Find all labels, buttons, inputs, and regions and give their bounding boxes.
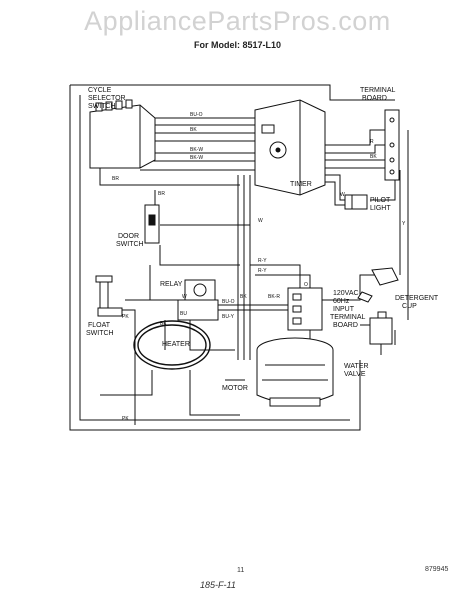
timer <box>254 99 326 196</box>
model-line: For Model: 8517-L10 <box>193 40 282 50</box>
wire-code: W <box>340 192 345 198</box>
detergent-cup <box>357 267 399 303</box>
label-detergent-2: CUP <box>402 303 417 310</box>
wire-code: BU <box>180 311 187 317</box>
cycle-selector-switch <box>89 99 156 169</box>
harness-inner <box>79 95 350 421</box>
wire-code: R <box>370 139 374 145</box>
wire-code: BK-W <box>190 147 203 153</box>
wire-code: R-Y <box>258 268 267 274</box>
wire-code: R-Y <box>258 258 267 264</box>
pilot-light <box>344 194 368 210</box>
label-door-switch-1: DOOR <box>118 233 139 240</box>
wire-code: O <box>304 282 308 288</box>
wire-code: BK <box>160 321 167 327</box>
float-switch <box>95 275 123 317</box>
wire-code: Y <box>402 221 406 227</box>
page-number: 11 <box>237 567 245 574</box>
wire-code: BR <box>112 176 119 182</box>
wire-code: PK <box>122 314 129 320</box>
label-timer: TIMER <box>290 181 312 188</box>
wire-code: W <box>258 218 263 224</box>
label-input-2: 60Hz <box>333 298 350 305</box>
wire-code: BU-Y <box>222 314 235 320</box>
switch-timer-wires <box>140 117 255 171</box>
part-number: 879945 <box>425 566 449 573</box>
label-input-3: INPUT <box>333 306 355 313</box>
label-cycle-1: CYCLE <box>88 87 112 94</box>
label-cycle-2: SELECTOR <box>88 95 126 102</box>
wire-code: BK-W <box>190 155 203 161</box>
wire-code: BK <box>190 127 197 133</box>
wire-code-labels: BU-O BK BK-W BK-W BR BR R BK W W R-Y R-Y… <box>112 112 406 422</box>
label-motor: MOTOR <box>222 385 248 392</box>
label-pilot-light-1: PILOT <box>370 197 391 204</box>
terminal-board-top <box>384 109 400 181</box>
harness-top <box>118 84 395 101</box>
trunk-wires <box>237 175 251 360</box>
label-cycle-3: SWITCH <box>88 103 116 110</box>
harness-outer <box>69 84 361 431</box>
wire-code: BK-R <box>268 294 280 300</box>
component-labels: CYCLE SELECTOR SWITCH TERMINAL BOARD TIM… <box>86 87 439 392</box>
label-door-switch-2: SWITCH <box>116 241 144 248</box>
motor <box>256 337 334 407</box>
wire-code: BK <box>370 154 377 160</box>
wire-code: BR <box>158 191 165 197</box>
label-water-valve-2: VALVE <box>344 371 366 378</box>
label-input-5: BOARD <box>333 322 358 329</box>
label-detergent-1: DETERGENT <box>395 295 439 302</box>
door-switch <box>144 204 160 244</box>
wire-code: W <box>182 294 187 300</box>
label-relay: RELAY <box>160 281 183 288</box>
water-valve <box>369 311 393 355</box>
label-water-valve-1: WATER <box>344 363 369 370</box>
heater <box>133 320 211 370</box>
wire-code: BK <box>240 294 247 300</box>
wire-code: BU-O <box>190 112 203 118</box>
label-terminal-board-top-1: TERMINAL <box>360 87 396 94</box>
label-float-switch-2: SWITCH <box>86 330 114 337</box>
label-heater: HEATER <box>162 341 190 348</box>
handwritten-note: 185-F-11 <box>200 580 236 590</box>
relay <box>177 279 219 321</box>
label-input-4: TERMINAL <box>330 314 366 321</box>
label-float-switch-1: FLOAT <box>88 322 111 329</box>
label-terminal-board-top-2: BOARD <box>362 95 387 102</box>
br-wire <box>99 168 240 186</box>
wire-code: BU-O <box>222 299 235 305</box>
label-pilot-light-2: LIGHT <box>370 205 391 212</box>
wire-code: PK <box>122 416 129 422</box>
label-input-1: 120VAC <box>333 290 359 297</box>
watermark: AppliancePartsPros.com <box>84 6 391 36</box>
input-terminal-board <box>287 287 323 331</box>
